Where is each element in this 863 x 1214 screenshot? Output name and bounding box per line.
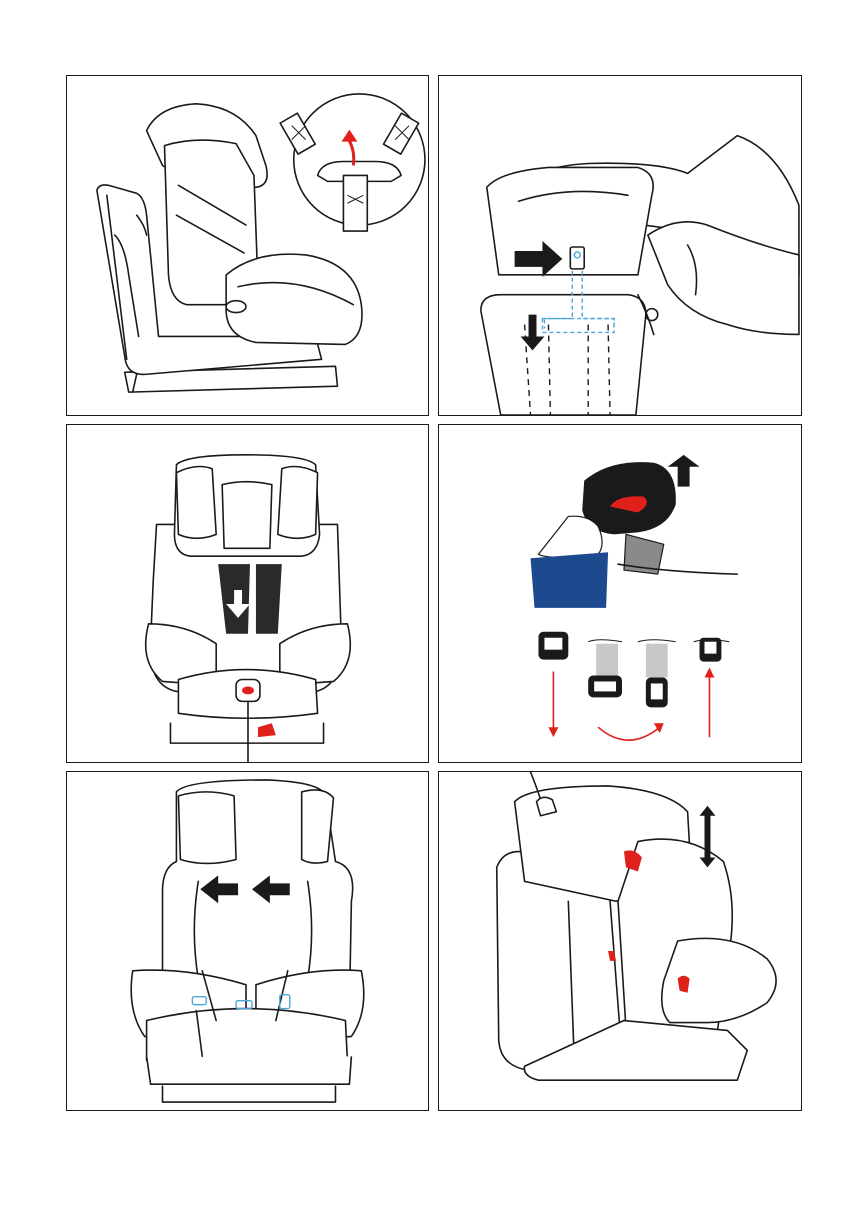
double-arrow-vertical-icon (700, 806, 716, 868)
curved-arrow-icon (598, 727, 660, 740)
panel-harness-tighten (66, 424, 429, 763)
shoulder-pad-illustration (439, 425, 801, 762)
panel-harness-slot (66, 771, 429, 1111)
harness-tighten-illustration (67, 425, 428, 762)
panel-harness-buckle (66, 75, 429, 416)
arrow-up-icon (704, 668, 714, 678)
panel-headrest-height (438, 771, 802, 1111)
headrest-height-illustration (439, 772, 801, 1110)
harness-slot-illustration (67, 772, 428, 1110)
panel-harness-release (438, 75, 802, 416)
seat-side-illustration (67, 76, 428, 415)
panel-shoulder-pad-buckle (438, 424, 802, 763)
harness-release-illustration (439, 76, 801, 415)
